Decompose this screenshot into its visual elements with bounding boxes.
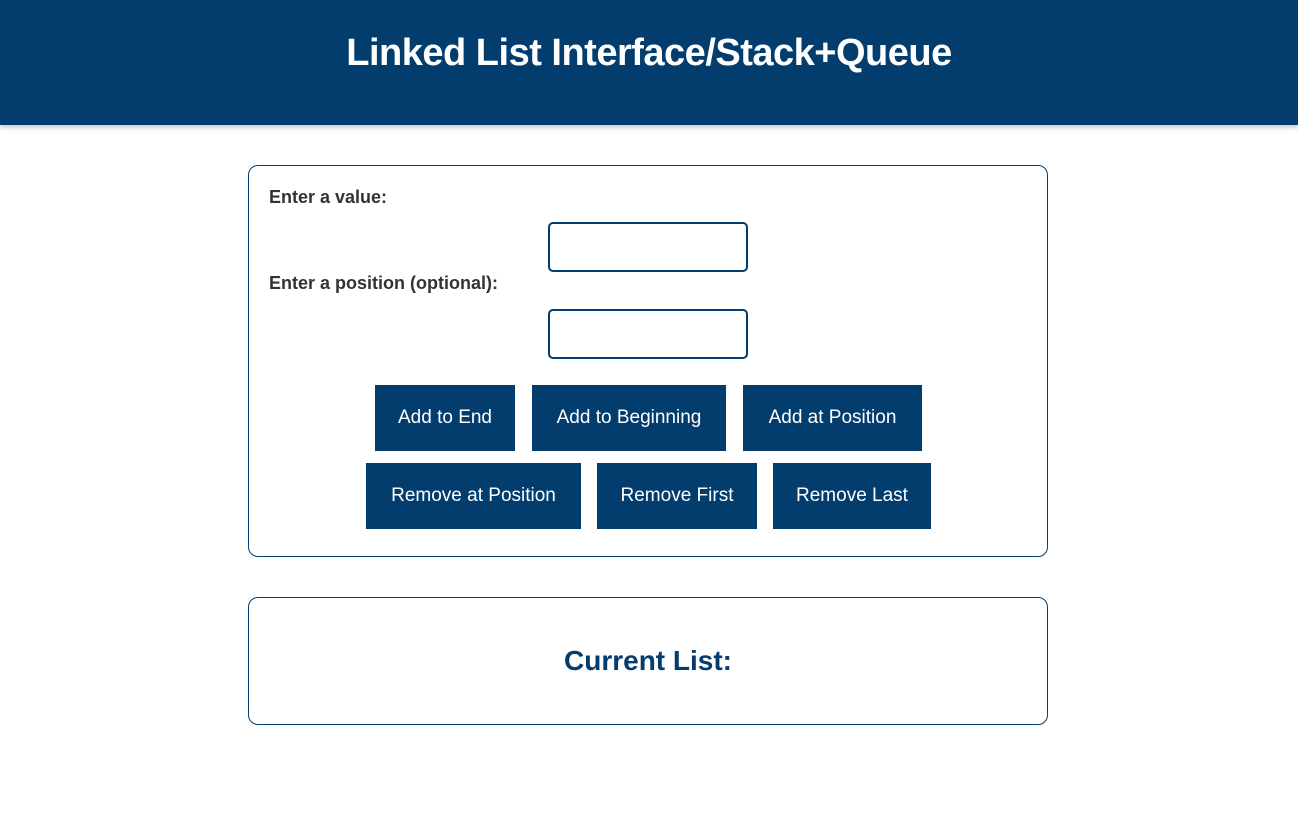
remove-last-button[interactable]: Remove Last (773, 463, 931, 529)
controls-card: Enter a value: Enter a position (optiona… (248, 165, 1048, 557)
add-to-end-button[interactable]: Add to End (375, 385, 515, 451)
page-header: Linked List Interface/Stack+Queue (0, 0, 1298, 125)
remove-first-button[interactable]: Remove First (597, 463, 757, 529)
add-to-beginning-button[interactable]: Add to Beginning (532, 385, 726, 451)
current-list-card: Current List: (248, 597, 1048, 725)
position-input[interactable] (548, 309, 748, 359)
remove-at-position-button[interactable]: Remove at Position (366, 463, 581, 529)
value-label: Enter a value: (269, 187, 388, 207)
add-at-position-button[interactable]: Add at Position (743, 385, 922, 451)
position-label: Enter a position (optional): (269, 273, 498, 293)
value-input[interactable] (548, 222, 748, 272)
page-title: Linked List Interface/Stack+Queue (346, 32, 952, 74)
current-list-title: Current List: (564, 645, 732, 676)
